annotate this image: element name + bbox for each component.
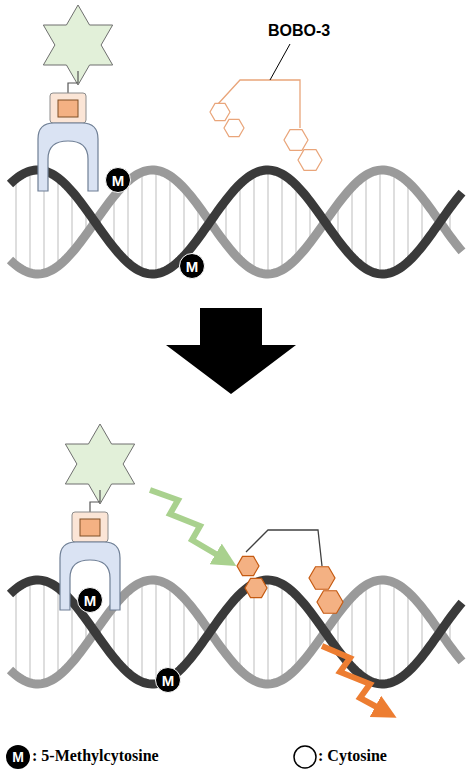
base-pair (351, 187, 352, 257)
base-pair (407, 592, 408, 672)
cytosine-symbol (294, 746, 316, 768)
base-pair (365, 585, 366, 679)
tag-core (58, 100, 78, 117)
base-pair (141, 582, 142, 682)
base-pair (155, 170, 156, 274)
node-text: M (162, 672, 175, 689)
base-pair (127, 591, 128, 673)
base-pair (295, 595, 296, 669)
methylcytosine-mark: M (155, 667, 181, 693)
dye-ring (317, 591, 343, 614)
base-pair (393, 583, 394, 682)
base-pair (43, 581, 44, 683)
dye-ring (309, 567, 335, 590)
base-pair (239, 184, 240, 260)
base-pair (295, 185, 296, 259)
linker (90, 490, 100, 512)
node-text: M (186, 258, 199, 275)
dye-ring (245, 578, 267, 597)
tag-box (50, 93, 86, 123)
base-pair (281, 174, 282, 270)
base-pair (239, 594, 240, 670)
base-pair (379, 580, 380, 684)
base-pair (393, 173, 394, 272)
base-pair (267, 170, 268, 274)
leader-line (270, 44, 290, 80)
emission (322, 646, 386, 712)
base-pair (253, 173, 254, 270)
energy-transfer (150, 490, 226, 560)
legend-text: : 5-Methylcytosine (32, 747, 159, 765)
dye-ring (210, 103, 230, 120)
base-pair (183, 598, 184, 666)
dye-ring (237, 556, 259, 575)
base-pair (267, 580, 268, 684)
base-pair (71, 601, 72, 662)
binding-protein (38, 123, 98, 191)
dye-ring (224, 119, 244, 136)
dna-helix (10, 580, 462, 684)
methylcytosine-mark: M (105, 167, 131, 193)
legend-text: : Cytosine (318, 747, 387, 765)
base-pair (15, 589, 16, 676)
dye-ring (298, 150, 322, 171)
dna-strand (10, 580, 462, 684)
dna-strand (10, 170, 462, 274)
dye-name: BOBO-3 (268, 22, 330, 40)
base-pair (407, 182, 408, 262)
base-pair (281, 584, 282, 680)
node-text: M (112, 172, 125, 189)
legend-symbol: M (6, 745, 30, 769)
tag-core (80, 519, 100, 536)
dna-helix (10, 170, 462, 274)
dye-ring (284, 130, 308, 151)
base-pair (57, 588, 58, 676)
base-pair (379, 170, 380, 274)
node-text: M (84, 592, 97, 609)
dye-linker (246, 530, 322, 566)
base-pair (141, 172, 142, 272)
methylcytosine-mark: M (179, 253, 205, 279)
base-pair (29, 171, 30, 273)
tag-box (72, 512, 108, 542)
linker (68, 71, 78, 93)
methylcytosine-mark: M (77, 587, 103, 613)
process-arrow (166, 308, 296, 394)
base-pair (29, 581, 30, 683)
base-pair (127, 181, 128, 263)
binding-protein (60, 542, 120, 610)
base-pair (15, 179, 16, 266)
base-pair (183, 188, 184, 256)
base-pair (155, 580, 156, 684)
base-pair (57, 178, 58, 266)
dna-strand (10, 580, 462, 684)
dna-strand (10, 170, 462, 274)
base-pair (365, 175, 366, 269)
base-pair (169, 176, 170, 268)
base-pair (169, 586, 170, 678)
base-pair (71, 191, 72, 252)
